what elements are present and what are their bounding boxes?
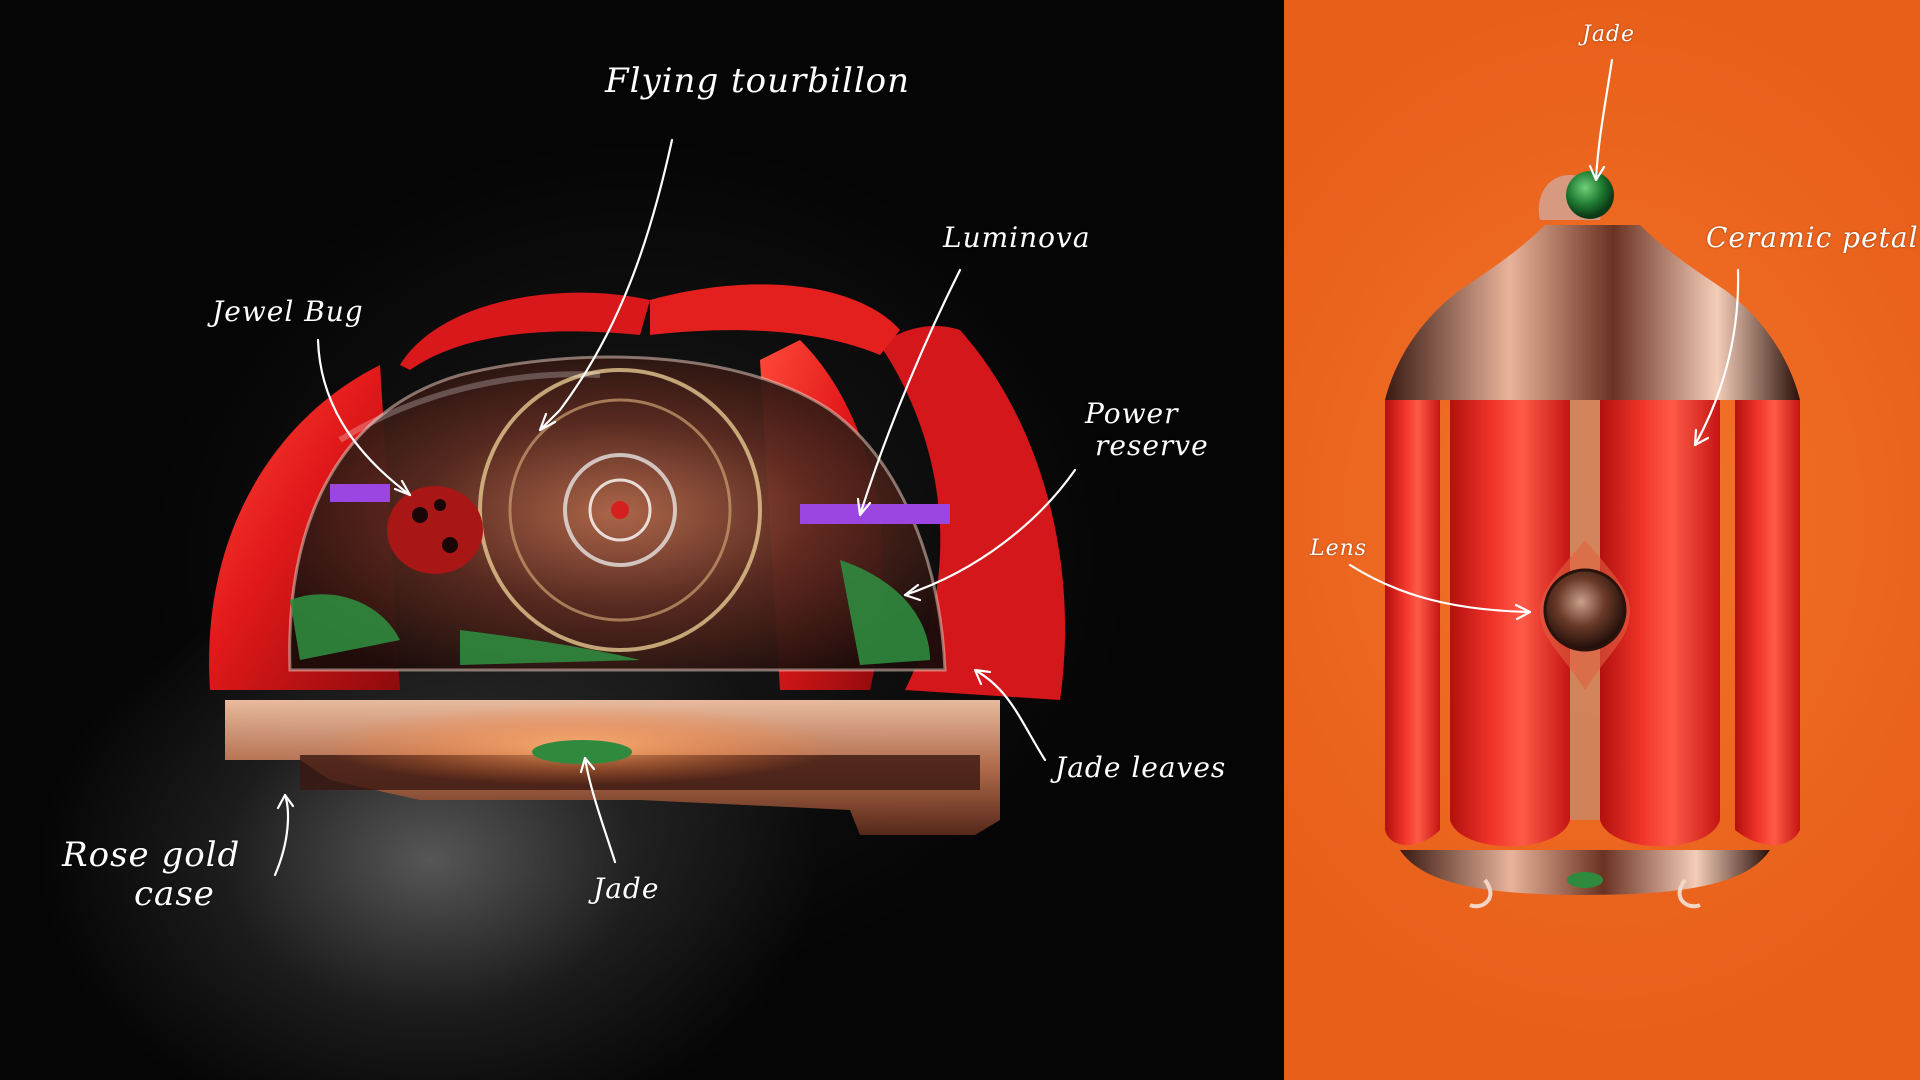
label-luminova: Luminova	[943, 221, 1091, 254]
ladybug-watch-render	[209, 284, 1066, 835]
label-ceramic-petal: Ceramic petal	[1706, 221, 1919, 254]
label-power-reserve-line1: Power	[1085, 397, 1179, 430]
label-jade-left: Jade	[593, 872, 660, 905]
label-jade-right: Jade	[1582, 22, 1636, 47]
annotation-leaders	[273, 58, 1740, 877]
label-rose-gold-case-line1: Rose gold	[62, 835, 241, 875]
label-power-reserve: Power reserve	[1085, 397, 1209, 463]
label-flying-tourbillon: Flying tourbillon	[605, 61, 911, 101]
label-jewel-bug: Jewel Bug	[212, 295, 364, 328]
flower-bud-watch-render	[1385, 171, 1800, 909]
label-rose-gold-case-line2: case	[134, 874, 215, 915]
label-power-reserve-line2: reserve	[1095, 429, 1209, 463]
label-lens: Lens	[1310, 536, 1368, 561]
label-rose-gold-case: Rose gold case	[62, 835, 241, 915]
label-jade-leaves: Jade leaves	[1055, 751, 1227, 784]
